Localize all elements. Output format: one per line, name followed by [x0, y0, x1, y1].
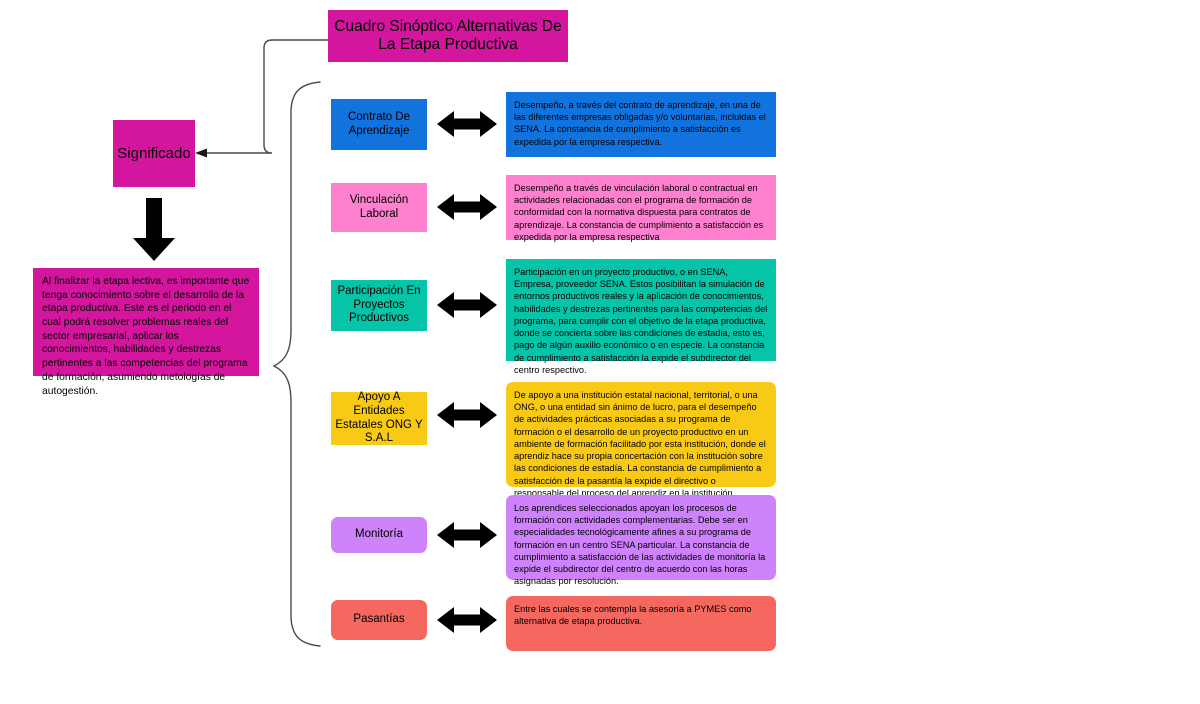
category-box-3[interactable]: Participación En Proyectos Productivos	[331, 280, 427, 331]
double-headed-arrow-icon-1	[437, 109, 497, 139]
description-box-2: Desempeño a través de vinculación labora…	[506, 175, 776, 242]
double-headed-arrow-icon-6	[437, 605, 497, 635]
category-box-5[interactable]: Monitoría	[331, 517, 427, 553]
description-box-1: Desempeño, a través del contrato de apre…	[506, 92, 776, 157]
category-box-6[interactable]: Pasantías	[331, 600, 427, 640]
description-box-5: Los aprendices seleccionados apoyan los …	[506, 495, 776, 586]
intro-paragraph-box: Al finalizar la etapa lectiva, es import…	[33, 268, 259, 397]
description-box-6: Entre las cuales se contempla la asesorí…	[506, 596, 776, 651]
double-headed-arrow-icon-5	[437, 520, 497, 550]
category-box-1[interactable]: Contrato De Aprendizaje	[331, 99, 427, 150]
double-headed-arrow-icon-2	[437, 192, 497, 222]
title-box[interactable]: Cuadro Sinóptico Alternativas De La Etap…	[328, 10, 568, 62]
category-box-2[interactable]: Vinculación Laboral	[331, 183, 427, 232]
description-box-4: De apoyo a una institución estatal nacio…	[506, 382, 776, 498]
description-box-3: Participación en un proyecto productivo,…	[506, 259, 776, 375]
down-arrow-icon	[131, 198, 177, 262]
double-headed-arrow-icon-4	[437, 400, 497, 430]
significado-box[interactable]: Significado	[113, 120, 195, 187]
double-headed-arrow-icon-3	[437, 290, 497, 320]
category-box-4[interactable]: Apoyo A Entidades Estatales ONG Y S.A.L	[331, 391, 427, 445]
